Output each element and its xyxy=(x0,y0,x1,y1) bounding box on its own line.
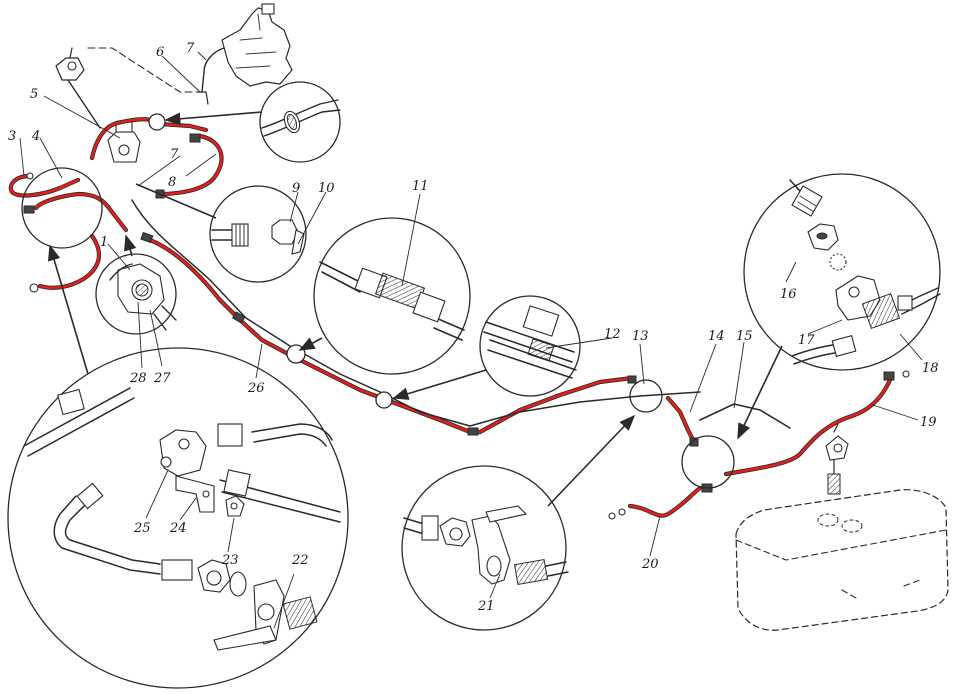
label-17: 17 xyxy=(798,333,815,348)
label-5: 5 xyxy=(30,87,38,102)
label-23: 23 xyxy=(221,553,239,568)
label-22: 22 xyxy=(291,553,309,568)
engine-pump xyxy=(197,3,293,105)
label-4: 4 xyxy=(31,129,40,144)
zoom-fitting-22-25 xyxy=(7,244,349,689)
callout-left-cluster xyxy=(21,167,103,249)
label-19: 19 xyxy=(920,415,937,430)
label-13: 13 xyxy=(632,329,649,344)
clamp-callout-a xyxy=(148,113,166,131)
rod-15 xyxy=(699,403,791,429)
bracket-28-detail xyxy=(109,234,177,331)
label-11: 11 xyxy=(412,179,429,194)
label-3: 3 xyxy=(8,129,16,144)
label-18: 18 xyxy=(922,361,939,376)
label-9: 9 xyxy=(292,181,300,196)
callout-rear-tee xyxy=(681,435,735,489)
label-14: 14 xyxy=(708,329,725,344)
label-21: 21 xyxy=(477,599,495,614)
label-15: 15 xyxy=(736,329,753,344)
label-1: 1 xyxy=(100,235,108,250)
fuel-tank xyxy=(735,489,949,631)
label-6: 6 xyxy=(156,45,164,60)
zoom-connector-11 xyxy=(298,217,471,375)
label-26: 26 xyxy=(247,381,265,396)
zoom-clamp-top xyxy=(164,81,341,163)
label-10: 10 xyxy=(318,181,335,196)
label-24: 24 xyxy=(169,521,187,536)
label-8: 8 xyxy=(168,175,176,190)
label-25: 25 xyxy=(133,521,151,536)
clamp-callout-c xyxy=(375,391,393,409)
label-27: 27 xyxy=(153,371,171,386)
label-7-top: 7 xyxy=(186,41,195,56)
control-rod-dashed xyxy=(87,47,201,93)
zoom-connector-12 xyxy=(392,295,581,400)
label-12: 12 xyxy=(604,327,621,342)
hand-primer-pump xyxy=(107,121,141,163)
zoom-fitting-16-18 xyxy=(737,173,941,440)
label-16: 16 xyxy=(780,287,797,302)
part-labels: 1 3 4 5 6 7 7 8 9 10 11 12 13 14 15 16 1… xyxy=(8,41,939,614)
zoom-bracket-21 xyxy=(401,414,636,631)
label-28: 28 xyxy=(129,371,147,386)
fuel-pump-bracket xyxy=(55,47,101,129)
label-20: 20 xyxy=(641,557,659,572)
zoom-fitting-9-10 xyxy=(135,183,307,283)
clamp-callout-b xyxy=(286,344,306,364)
leader-lines xyxy=(19,51,923,629)
label-7-mid: 7 xyxy=(170,147,179,162)
callout-tee-small xyxy=(629,379,663,413)
tank-sender xyxy=(825,423,849,495)
